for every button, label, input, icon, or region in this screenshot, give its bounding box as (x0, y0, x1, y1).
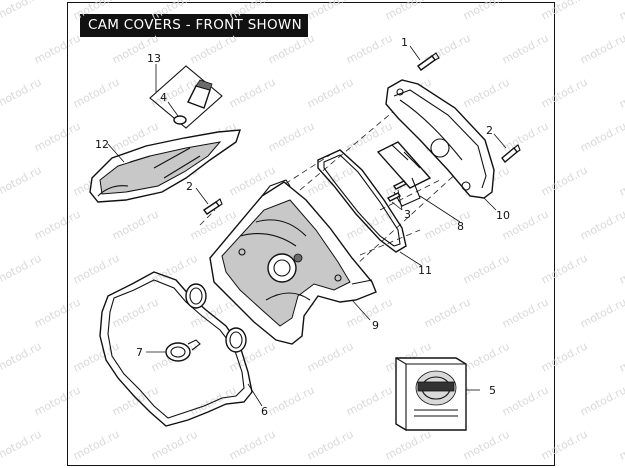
callout-2-left: 2 (186, 180, 193, 193)
watermark-text: motod.ru (617, 163, 625, 198)
part-11-gasket (317, 149, 407, 253)
watermark-text: motod.ru (578, 31, 625, 66)
diagram-title: CAM COVERS - FRONT SHOWN (80, 14, 308, 37)
watermark-text: motod.ru (422, 207, 473, 242)
watermark-text: motod.ru (0, 0, 44, 23)
watermark-text: motod.ru (188, 383, 239, 418)
part-2-bolt-left (202, 198, 223, 215)
part-10-cam-cover (385, 79, 495, 199)
watermark-text: motod.ru (305, 339, 356, 374)
callout-13: 13 (147, 52, 161, 65)
watermark-text: motod.ru (539, 163, 590, 198)
watermark-text: motod.ru (539, 75, 590, 110)
callout-3: 3 (404, 208, 411, 221)
watermark-text: motod.ru (0, 427, 44, 462)
watermark-text: motod.ru (422, 295, 473, 330)
part-6-gasket (99, 271, 253, 427)
watermark-text: motod.ru (539, 251, 590, 286)
watermark-text: motod.ru (305, 0, 356, 23)
watermark-text: motod.ru (617, 75, 625, 110)
watermark-text: motod.ru (227, 75, 278, 110)
callout-8: 8 (457, 220, 464, 233)
watermark-text: motod.ru (500, 31, 551, 66)
part-12-cover-trim (89, 129, 242, 203)
watermark-text: motod.ru (461, 0, 512, 23)
watermark-text: motod.ru (0, 163, 44, 198)
part-3-screws (386, 180, 408, 202)
watermark-text: motod.ru (539, 339, 590, 374)
watermark-text: motod.ru (149, 427, 200, 462)
watermark-text: motod.ru (578, 119, 625, 154)
watermark-text: motod.ru (344, 31, 395, 66)
watermark-text: motod.ru (110, 295, 161, 330)
watermark-text: motod.ru (461, 427, 512, 462)
watermark-text: motod.ru (578, 295, 625, 330)
watermark-text: motod.ru (305, 427, 356, 462)
watermark-text: motod.ru (305, 75, 356, 110)
part-9-cam-case (209, 179, 377, 345)
watermark-text: motod.ru (110, 383, 161, 418)
watermark-text: motod.ru (578, 207, 625, 242)
callout-4: 4 (160, 91, 167, 104)
part-8-bracket (376, 141, 432, 207)
watermark-text: motod.ru (461, 339, 512, 374)
watermark-text: motod.ru (461, 75, 512, 110)
watermark-text: motod.ru (32, 207, 83, 242)
callout-5: 5 (489, 384, 496, 397)
watermark-text: motod.ru (0, 339, 44, 374)
watermark-text: motod.ru (0, 75, 44, 110)
watermark-text: motod.ru (110, 207, 161, 242)
watermark-text: motod.ru (71, 0, 122, 23)
callout-leaders (107, 45, 507, 407)
watermark-text: motod.ru (617, 0, 625, 23)
part-13-plug-assembly (149, 65, 223, 129)
watermark-text: motod.ru (32, 295, 83, 330)
watermark-text: motod.ru (344, 383, 395, 418)
callout-2-right: 2 (486, 124, 493, 137)
watermark-text: motod.ru (539, 0, 590, 23)
part-2-bolt-right (501, 144, 521, 164)
callout-7: 7 (136, 346, 143, 359)
watermark-text: motod.ru (71, 339, 122, 374)
watermark-text: motod.ru (500, 119, 551, 154)
watermark-text: motod.ru (0, 251, 44, 286)
watermark-text: motod.ru (500, 295, 551, 330)
watermark-text: motod.ru (71, 427, 122, 462)
watermark-text: motod.ru (383, 0, 434, 23)
callout-1: 1 (401, 36, 408, 49)
callout-numbers: 1 2 2 3 4 5 6 7 8 9 10 11 12 13 (95, 36, 510, 418)
callout-10: 10 (496, 209, 510, 222)
part-1-bolt (417, 52, 440, 71)
watermark-text: motod.ru (227, 0, 278, 23)
callout-9: 9 (372, 319, 379, 332)
watermark-text: motod.ru (266, 383, 317, 418)
watermark-text: motod.ru (500, 383, 551, 418)
watermark-text: motod.ru (188, 31, 239, 66)
watermark-text: motod.ru (617, 339, 625, 374)
watermark-text: motod.ru (617, 427, 625, 462)
watermark-text: motod.ru (227, 427, 278, 462)
watermark-text: motod.ru (32, 31, 83, 66)
watermark-text: motod.ru (266, 119, 317, 154)
watermark-text: motod.ru (617, 251, 625, 286)
watermark-text: motod.ru (578, 383, 625, 418)
callout-6: 6 (261, 405, 268, 418)
watermark-text: motod.ru (266, 31, 317, 66)
watermark-text: motod.ru (32, 119, 83, 154)
watermark-text: motod.ru (32, 383, 83, 418)
watermark-text: motod.ru (71, 75, 122, 110)
part-5-genuine-parts-box (395, 357, 467, 431)
watermark-text: motod.ru (461, 251, 512, 286)
callout-11: 11 (418, 264, 432, 277)
watermark-text: motod.ru (149, 0, 200, 23)
watermark-text: motod.ru (539, 427, 590, 462)
watermark-text: motod.ru (71, 251, 122, 286)
watermark-text: motod.ru (383, 427, 434, 462)
callout-12: 12 (95, 138, 109, 151)
